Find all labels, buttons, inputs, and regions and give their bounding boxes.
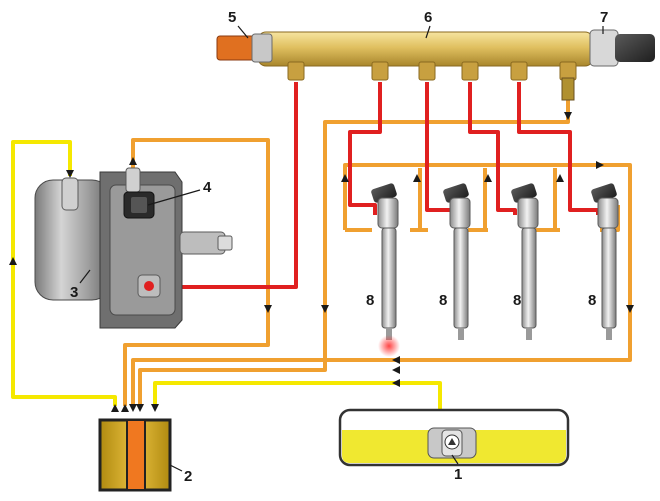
arrow-icon [596,161,604,169]
injector-2 [443,183,471,340]
arrow-icon [129,404,137,412]
callout-leaders [79,25,604,472]
label-high-pressure-pump: 3 [70,284,78,301]
fuel-filter [98,418,172,492]
filter-core [126,419,146,491]
pump-return-line [123,138,270,406]
arrow-icon [448,438,456,445]
callout-labels: 5 6 7 4 3 2 1 8 8 8 8 [70,9,608,485]
arrow-icon [111,404,119,412]
arrow-icon [121,404,129,412]
label-metering-valve: 4 [203,179,212,196]
arrow-icon [341,174,349,182]
arrow-icon [129,157,137,165]
arrow-icon [66,170,74,178]
tank-to-filter-line [153,381,442,430]
fuel-tank [338,408,570,467]
arrow-icon [321,305,329,313]
arrow-icon [392,356,400,364]
injector-4 [591,183,619,340]
metering-valve-window [131,197,147,213]
label-rail-pressure-sensor: 7 [600,9,608,26]
arrow-icon [484,174,492,182]
arrow-icon [392,379,400,387]
arrow-icon [392,366,400,374]
label-pressure-relief-valve: 5 [228,9,236,26]
injector-1 [371,183,400,357]
arrow-icon [556,174,564,182]
pump-hp-outlet-port [144,281,154,291]
pump-inlet-fitting [61,177,79,211]
pump-to-rail-line [150,82,298,289]
rail-to-injector-3-line [468,82,517,215]
high-pressure-pump [34,167,233,329]
pump-return-fitting [125,167,141,193]
injector-return-stubs [418,168,557,230]
label-rail: 6 [424,9,432,26]
arrow-icon [264,305,272,313]
pressure-relief-valve [216,35,258,61]
relief-valve-nut [251,33,273,63]
rail-outlets [287,61,577,81]
rail-pressure-sensor [589,29,619,67]
label-injector-4: 8 [588,292,596,309]
label-fuel-filter: 2 [184,468,192,485]
flow-arrows [9,112,634,412]
pump-shaft-tip [217,235,233,251]
label-injector-3: 8 [513,292,521,309]
arrow-icon [564,112,572,120]
injector-spray-glow [378,335,400,357]
relief-outlet-fitting [561,77,575,101]
common-rail [216,29,655,101]
label-low-pressure-pump: 1 [454,466,462,483]
arrow-icon [136,404,144,412]
injectors [371,183,619,357]
arrow-icon [626,305,634,313]
filter-to-pump-line [11,140,117,406]
injector-3 [511,183,539,340]
arrow-icon [9,257,17,265]
rail-to-injector-1-line [348,82,382,215]
rail-pressure-sensor-plug [615,34,655,62]
label-injector-1: 8 [366,292,374,309]
arrow-icon [413,174,421,182]
label-injector-2: 8 [439,292,447,309]
supply-lines [11,140,442,430]
rail-body [257,31,594,67]
arrow-icon [151,404,159,412]
